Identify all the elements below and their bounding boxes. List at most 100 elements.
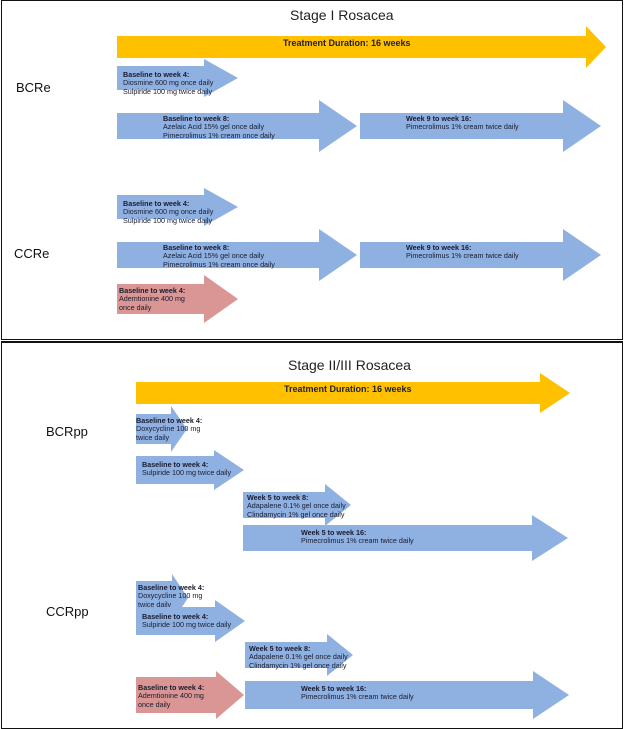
arrow-head xyxy=(214,450,244,490)
period-heading: Baseline to week 4: xyxy=(136,416,203,425)
arrow-text: Week 9 to week 16:Pimecrolimus 1% cream … xyxy=(406,114,519,132)
arrow-shaft xyxy=(136,382,540,404)
drug-line: Pimecrolimus 1% cream twice daily xyxy=(406,122,519,132)
treatment-arrow: Week 5 to week 8:Adapalene 0.1% gel once… xyxy=(243,484,351,526)
drug-line: Azelaic Acid 15% gel once daily xyxy=(163,122,265,132)
arrow-head xyxy=(204,188,238,226)
period-heading: Baseline to week 4: xyxy=(138,583,205,592)
group-label-bcre: BCRe xyxy=(16,80,51,95)
arrow-shaft xyxy=(136,607,215,635)
drug-line: Doxycycline 100 mg xyxy=(138,591,203,601)
arrow-head xyxy=(325,484,351,526)
arrow-text: Baseline to week 4:Diosmine 600 mg once … xyxy=(123,199,214,225)
drug-line: Adapalene 0.1% gel once daily xyxy=(249,652,348,662)
drug-line: Pimecrolimus 1% cream twice daily xyxy=(301,536,414,546)
treatment-arrow: Week 9 to week 16:Pimecrolimus 1% cream … xyxy=(360,100,601,152)
arrow-head xyxy=(327,634,353,676)
arrow-shaft xyxy=(243,525,532,551)
arrow-head xyxy=(204,275,238,323)
drug-line: Doxycycline 100 mg xyxy=(136,424,201,434)
arrow-head xyxy=(319,100,357,152)
arrow-head xyxy=(586,26,606,68)
period-heading: Baseline to week 4: xyxy=(123,70,190,79)
arrow-head xyxy=(319,229,357,281)
arrow-shaft xyxy=(117,36,586,58)
period-heading: Week 5 to week 8: xyxy=(249,644,311,653)
drug-line: Ademtionine 400 mg xyxy=(119,294,185,304)
period-heading: Baseline to week 4: xyxy=(138,683,205,692)
treatment-arrow: Week 9 to week 16:Pimecrolimus 1% cream … xyxy=(360,229,601,281)
arrow-shaft xyxy=(117,242,319,268)
arrow-text: Baseline to week 4:Sulpiride 100 mg twic… xyxy=(142,460,231,478)
drug-line: Clindamycin 1% gel once daily xyxy=(249,660,347,670)
group-label-ccrpp: CCRpp xyxy=(46,604,89,619)
arrow-shaft xyxy=(360,113,563,139)
arrow-shaft xyxy=(360,242,563,268)
arrow-head xyxy=(216,671,244,719)
treatment-arrow: Baseline to week 4:Diosmine 600 mg once … xyxy=(117,188,238,226)
treatment-arrow: Week 5 to week 16:Pimecrolimus 1% cream … xyxy=(243,515,568,561)
arrow-text: Week 5 to week 8:Adapalene 0.1% gel once… xyxy=(249,644,348,670)
drug-line: Pimecrolimus 1% cream twice daily xyxy=(406,251,519,261)
period-heading: Baseline to week 4: xyxy=(123,199,190,208)
drug-line: Sulpiride 100 mg twice daily xyxy=(123,86,213,96)
arrow-head xyxy=(215,600,245,642)
arrow-text: Baseline to week 4:Sulpiride 100 mg twic… xyxy=(142,612,232,630)
stage-2-title: Stage II/III Rosacea xyxy=(288,357,411,373)
arrow-text: Week 5 to week 16:Pimecrolimus 1% cream … xyxy=(301,684,414,702)
drug-line: twice daily xyxy=(136,432,170,442)
treatment-arrow: Week 5 to week 8:Adapalene 0.1% gel once… xyxy=(245,634,353,676)
treatment-duration-label: Treatment Duration: 16 weeks xyxy=(283,38,411,48)
drug-line: Pimecrolimus 1% cream once daily xyxy=(163,130,275,140)
arrow-head xyxy=(532,515,568,561)
arrow-text: Baseline to week 8:Azelaic Acid 15% gel … xyxy=(163,243,275,269)
arrow-head xyxy=(204,59,238,97)
drug-line: Diosmine 600 mg once daily xyxy=(123,207,214,217)
drug-line: Diosmine 600 mg once daily xyxy=(123,78,214,88)
period-heading: Week 5 to week 8: xyxy=(247,493,309,502)
arrow-shaft xyxy=(243,492,325,518)
arrow-text: Week 5 to week 16:Pimecrolimus 1% cream … xyxy=(301,528,414,546)
drug-line: once daily xyxy=(119,302,152,312)
period-heading: Week 9 to week 16: xyxy=(406,243,472,252)
arrow-shaft xyxy=(117,195,204,219)
arrow-shaft xyxy=(245,681,533,709)
arrow-text: Baseline to week 8:Azelaic Acid 15% gel … xyxy=(163,114,275,140)
arrow-shaft xyxy=(245,642,327,668)
treatment-duration-label: Treatment Duration: 16 weeks xyxy=(284,384,412,394)
treatment-duration-arrow: Treatment Duration: 16 weeks xyxy=(117,26,606,68)
treatment-arrow: Baseline to week 4:Diosmine 600 mg once … xyxy=(117,59,238,97)
arrow-shaft xyxy=(136,456,214,484)
arrow-head xyxy=(563,100,601,152)
period-heading: Baseline to week 8: xyxy=(163,243,230,252)
arrow-shaft xyxy=(117,284,204,314)
period-heading: Baseline to week 8: xyxy=(163,114,230,123)
drug-line: Adapalene 0.1% gel once daily xyxy=(247,501,346,511)
treatment-duration-arrow: Treatment Duration: 16 weeks xyxy=(136,373,570,413)
drug-line: Pimecrolimus 1% cream once daily xyxy=(163,259,275,269)
arrow-head xyxy=(171,406,187,452)
treatment-arrow: Week 5 to week 16:Pimecrolimus 1% cream … xyxy=(245,671,569,719)
treatment-arrow: Baseline to week 4:Sulpiride 100 mg twic… xyxy=(136,600,245,642)
drug-line: Pimecrolimus 1% cream twice daily xyxy=(301,692,414,702)
arrow-head xyxy=(563,229,601,281)
arrow-text: Week 9 to week 16:Pimecrolimus 1% cream … xyxy=(406,243,519,261)
drug-line: Ademtionine 400 mg xyxy=(138,691,204,701)
period-heading: Baseline to week 4: xyxy=(142,460,209,469)
arrow-head xyxy=(540,373,570,413)
period-heading: Week 9 to week 16: xyxy=(406,114,472,123)
period-heading: Baseline to week 4: xyxy=(142,612,209,621)
arrow-shaft xyxy=(136,677,216,713)
drug-line: twice daily xyxy=(138,599,172,609)
drug-line: Clindamycin 1% gel once daily xyxy=(247,509,345,519)
arrow-text: Baseline to week 4:Diosmine 600 mg once … xyxy=(123,70,214,96)
drug-line: Sulpiride 100 mg twice daily xyxy=(142,620,232,630)
treatment-arrow: Baseline to week 8:Azelaic Acid 15% gel … xyxy=(117,100,357,152)
